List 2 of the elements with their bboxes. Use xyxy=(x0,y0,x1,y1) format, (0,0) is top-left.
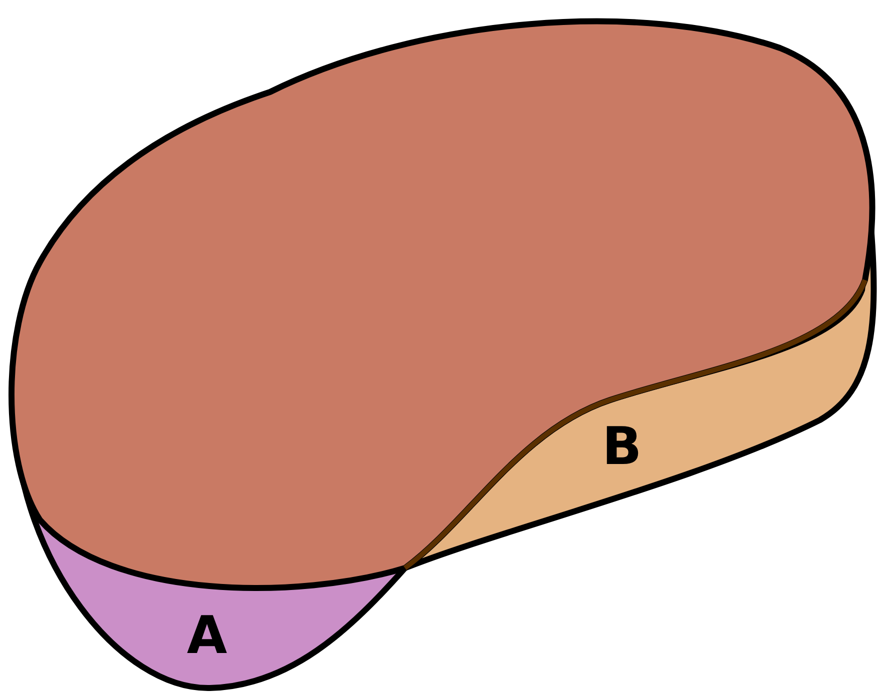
region-label: B xyxy=(602,421,642,473)
region-label: A xyxy=(186,610,228,662)
